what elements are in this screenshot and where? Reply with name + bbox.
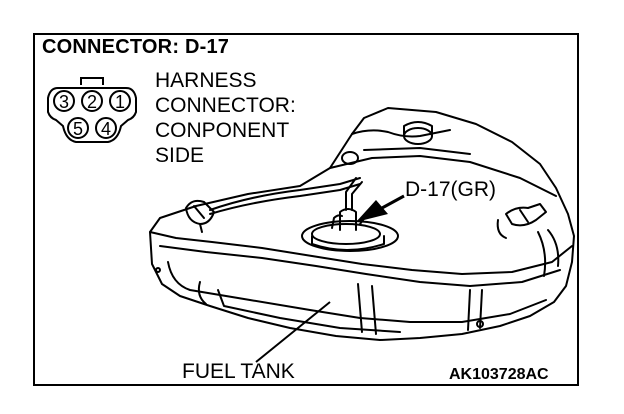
pin-5: 5 — [67, 117, 89, 139]
svg-text:1: 1 — [115, 92, 125, 112]
connector-callout-arrow — [356, 194, 405, 222]
pin-3: 3 — [53, 90, 75, 112]
pin-1: 1 — [109, 90, 131, 112]
fuel-tank-label: FUEL TANK — [182, 360, 295, 383]
figure-code: AK103728AC — [449, 366, 549, 383]
connector-side-line-4: SIDE — [155, 144, 205, 167]
pin-2: 2 — [81, 90, 103, 112]
connector-title: CONNECTOR: D-17 — [42, 36, 230, 58]
svg-text:3: 3 — [59, 92, 69, 112]
connector-side-line-1: HARNESS — [155, 69, 257, 92]
connector-callout-label: D-17(GR) — [405, 178, 497, 201]
connector-side-line-2: CONNECTOR: — [155, 94, 296, 117]
figure-frame — [33, 33, 579, 386]
pin-4: 4 — [95, 117, 117, 139]
svg-text:2: 2 — [87, 92, 97, 112]
connector-side-line-3: CONPONENT — [155, 119, 290, 142]
svg-text:5: 5 — [73, 119, 83, 139]
fuel-tank-leader-line — [255, 301, 331, 363]
svg-text:4: 4 — [101, 119, 111, 139]
